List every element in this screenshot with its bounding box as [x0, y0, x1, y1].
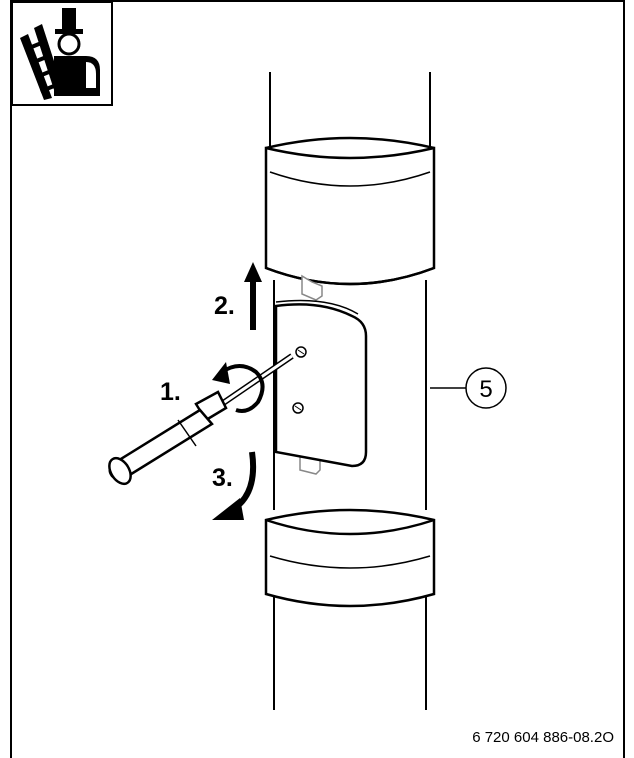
up-arrow-icon	[244, 262, 262, 330]
rotation-arrow-icon	[212, 362, 265, 413]
page-frame	[10, 0, 625, 758]
step-3-label: 3.	[212, 464, 233, 492]
screw-bottom	[292, 402, 304, 414]
screwdriver-icon	[108, 353, 294, 486]
callout-number: 5	[479, 376, 492, 403]
step-1-label: 1.	[160, 378, 181, 406]
upper-clip	[301, 274, 323, 301]
pipe	[269, 72, 431, 710]
lower-coupling-sleeve	[264, 508, 436, 608]
chimney-sweep-with-ladder-icon	[11, 1, 113, 106]
upper-coupling-sleeve	[264, 136, 436, 286]
inspection-cover	[274, 299, 368, 468]
step-2-label: 2.	[214, 292, 235, 320]
screw-top	[295, 346, 307, 358]
callout-circle	[465, 367, 507, 409]
figure-id: 6 720 604 886-08.2O	[472, 729, 614, 746]
curved-down-arrow-icon	[212, 451, 257, 520]
